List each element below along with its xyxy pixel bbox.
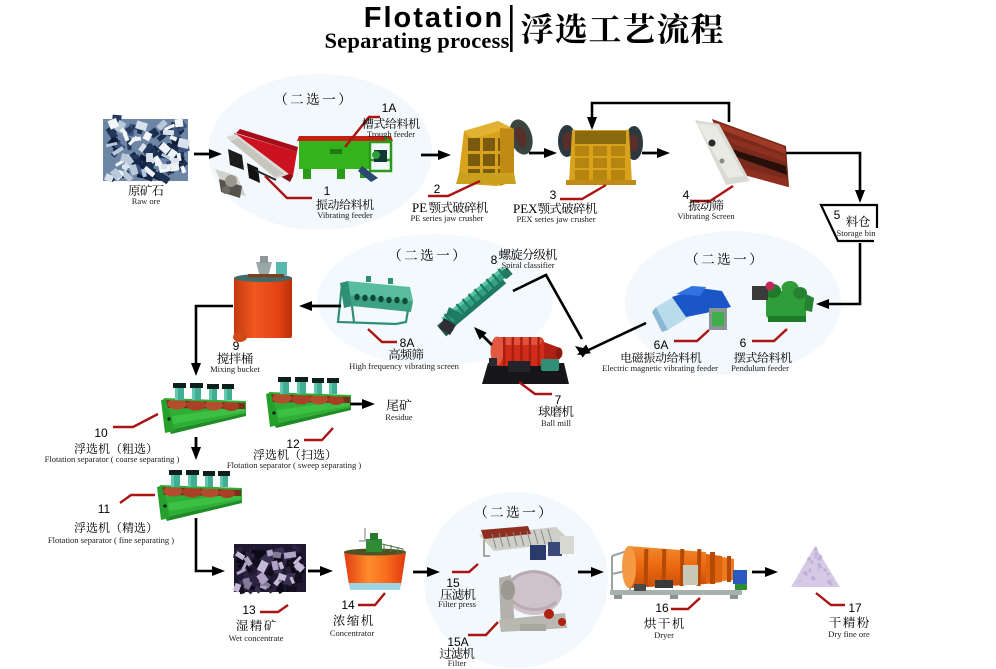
svg-text:Trough feeder: Trough feeder	[367, 129, 415, 139]
svg-text:Storage bin: Storage bin	[837, 228, 877, 238]
svg-text:5: 5	[834, 208, 841, 222]
svg-text:3: 3	[550, 188, 557, 202]
svg-text:1: 1	[324, 184, 331, 198]
svg-text:Vibrating Screen: Vibrating Screen	[677, 211, 735, 221]
svg-text:PEX series jaw crusher: PEX series jaw crusher	[516, 214, 595, 224]
svg-text:Flotation separator ( coarse s: Flotation separator ( coarse separating …	[45, 454, 180, 464]
svg-text:Residue: Residue	[385, 412, 413, 422]
svg-text:Raw ore: Raw ore	[132, 196, 161, 206]
svg-text:4: 4	[683, 188, 690, 202]
svg-text:2: 2	[434, 182, 441, 196]
svg-text:Flotation separator ( fine sep: Flotation separator ( fine separating )	[48, 535, 174, 545]
svg-text:Spiral classifier: Spiral classifier	[501, 260, 554, 270]
svg-text:1A: 1A	[382, 101, 397, 115]
svg-text:Electric magnetic vibrating fe: Electric magnetic vibrating feeder	[602, 363, 718, 373]
svg-text:Concentrator: Concentrator	[330, 628, 375, 638]
svg-text:Flotation: Flotation	[364, 2, 504, 34]
svg-text:PEX: PEX	[513, 201, 538, 216]
svg-text:16: 16	[655, 601, 669, 615]
svg-text:Flotation separator ( sweep se: Flotation separator ( sweep separating )	[227, 460, 361, 470]
svg-text:14: 14	[341, 598, 355, 612]
svg-text:8: 8	[491, 253, 498, 267]
svg-text:PE: PE	[412, 200, 427, 215]
svg-text:Wet concentrate: Wet concentrate	[229, 633, 284, 643]
svg-text:11: 11	[98, 502, 111, 516]
svg-text:7: 7	[555, 393, 562, 407]
svg-text:6A: 6A	[654, 338, 669, 352]
svg-text:8A: 8A	[400, 336, 415, 350]
svg-text:PE series jaw crusher: PE series jaw crusher	[411, 213, 484, 223]
svg-text:17: 17	[848, 601, 862, 615]
svg-text:Vibrating feeder: Vibrating feeder	[317, 210, 373, 220]
svg-text:Filter press: Filter press	[438, 599, 476, 609]
svg-text:9: 9	[233, 339, 240, 353]
svg-text:Pendulum feeder: Pendulum feeder	[731, 363, 789, 373]
svg-text:Filter: Filter	[448, 658, 467, 668]
svg-text:6: 6	[740, 336, 747, 350]
svg-text:Dryer: Dryer	[654, 630, 674, 640]
svg-text:15: 15	[446, 576, 460, 590]
svg-text:Ball mill: Ball mill	[541, 418, 572, 428]
svg-text:12: 12	[286, 437, 300, 451]
svg-text:13: 13	[242, 603, 256, 617]
svg-text:High frequency vibrating scree: High frequency vibrating screen	[349, 361, 459, 371]
svg-text:15A: 15A	[447, 635, 468, 649]
svg-text:Dry fine ore: Dry fine ore	[828, 629, 870, 639]
svg-text:Separating process: Separating process	[324, 28, 509, 53]
svg-text:10: 10	[94, 426, 108, 440]
svg-text:Mixing bucket: Mixing bucket	[210, 364, 260, 374]
